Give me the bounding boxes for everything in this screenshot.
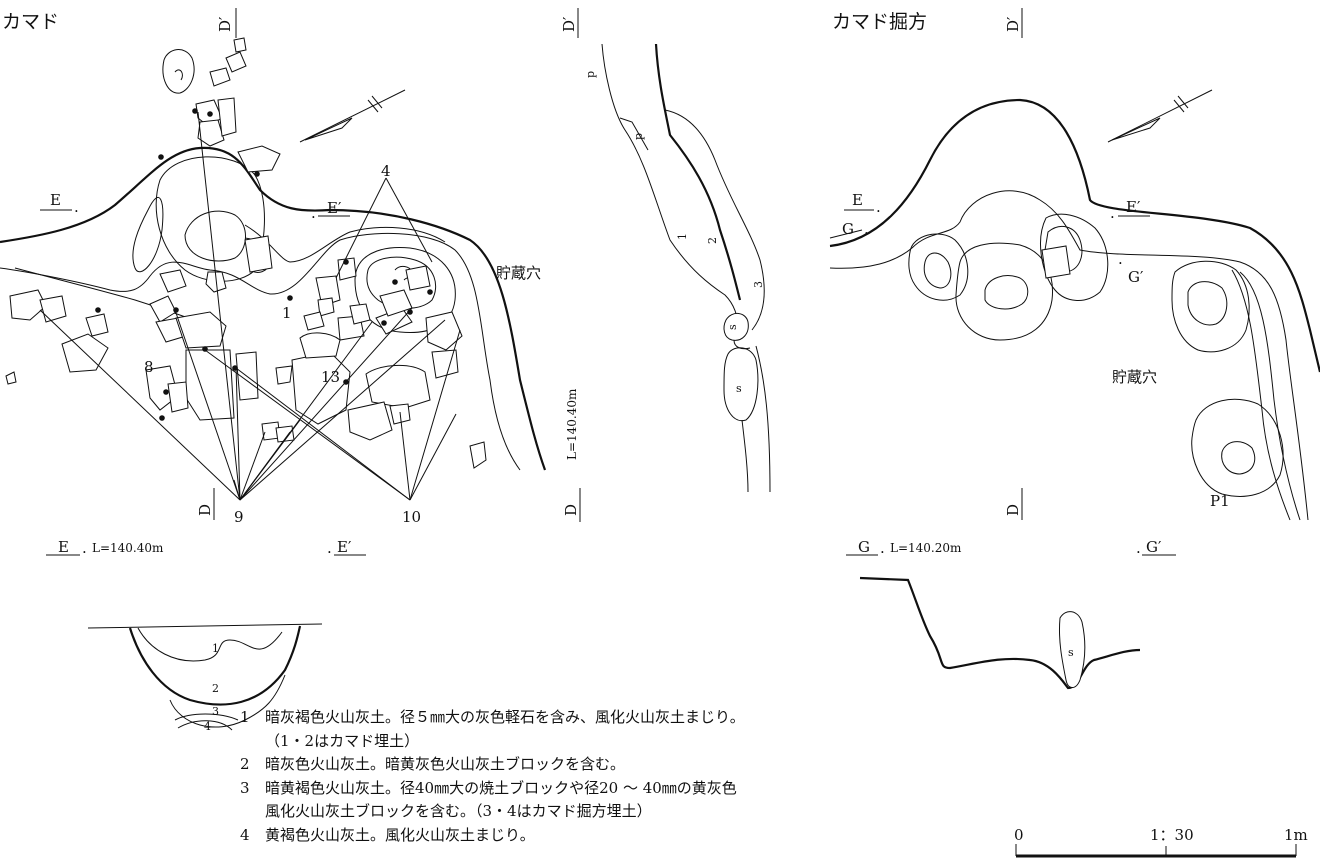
svg-text:E: E [852,191,863,209]
legend-item-1-note: （1・2はカマド埋土） [265,731,420,750]
svg-text:D: D [1004,504,1022,516]
scale-bar: 0 1：30 1m [1014,826,1308,858]
svg-text:.: . [864,220,869,238]
svg-text:.: . [1110,204,1115,222]
e-prime-marker-label: E′ [327,199,342,217]
artifact-number-8: 8 [144,358,154,376]
e-section-elevation: L=140.40m [92,541,164,555]
artifact-number-1: 1 [282,304,292,322]
fire-chamber-inner [184,210,246,262]
d-prime-section-label: D′ [560,16,578,32]
north-arrow-right [1107,89,1213,143]
svg-text:.: . [880,539,885,557]
svg-text:.: . [327,539,332,557]
svg-text:G: G [842,220,854,238]
svg-text:s: s [736,382,742,395]
d-layer-3: 3 [752,281,765,288]
d-prime-right-label: D′ [1004,16,1022,32]
section-layer-3: 3 [212,705,219,718]
kamado-inner-line-1 [0,232,521,471]
d-layer-1: 1 [676,233,689,240]
svg-text:p: p [584,71,597,78]
scale-length: 1m [1284,826,1308,844]
scale-ratio: 1：30 [1150,826,1194,844]
north-arrow [299,89,406,143]
d-section-elevation: L=140.40m [565,388,579,460]
svg-text:.: . [1136,539,1141,557]
g-section-profile: s [859,576,1141,690]
scale-zero: 0 [1014,826,1024,844]
d-bottom-label: D [196,504,214,516]
artifact-number-13: 13 [321,368,340,386]
storage-pit-ring [354,246,456,334]
svg-text:.: . [311,204,316,222]
svg-text:s: s [726,324,739,330]
legend-item-3-note: 風化火山灰土ブロックを含む。（3・4はカマド掘方埋土） [265,802,652,820]
kamado-plan: カマド D′ E . E′ . [0,8,547,557]
kamado-pit-outline [0,146,547,471]
support-stone [244,235,273,273]
section-layer-4: 4 [204,720,211,733]
g-prime-section-label: G′ [1146,538,1162,556]
artifact-number-10: 10 [402,508,421,526]
section-layer-1: 1 [212,642,219,655]
storage-pit-label: 貯蔵穴 [496,264,541,282]
section-layer-2: 2 [212,682,219,695]
svg-text:.: . [1118,250,1123,268]
side-wall-left [132,196,164,273]
svg-text:.: . [876,198,881,216]
kamado-horikata-title: カマド掘方 [832,11,927,33]
d-layer-2: 2 [706,237,719,244]
d-section-label-bottom: D [562,504,580,516]
e-section-label: E [58,538,69,556]
leader-lines [39,111,461,501]
d-section-profile: D′ p p 1 2 3 s s D L=140.40m [560,8,771,522]
kamado-horikata-plan: カマド掘方 D′ E . G . E′ . [829,8,1320,557]
svg-text:p: p [632,133,645,140]
e-section-profile: 1 2 3 4 [87,623,323,733]
svg-text:.: . [82,539,87,557]
artifact-number-9: 9 [234,508,244,526]
artifact-number-4: 4 [381,162,391,180]
d-prime-top-label: D′ [216,16,234,32]
e-marker-label: E [50,191,61,209]
horikata-storage-pit-label: 貯蔵穴 [1112,368,1157,386]
g-section-elevation: L=140.20m [890,541,962,555]
horikata-pit-outline [829,98,1320,373]
e-prime-section-label: E′ [337,538,352,556]
stone-1 [162,49,195,94]
svg-text:.: . [74,198,79,216]
svg-text:s: s [1068,646,1074,659]
p1-label: P1 [1210,492,1230,510]
stone-large-left [185,349,235,421]
g-prime-plan-label: G′ [1128,268,1144,286]
g-section-label: G [858,538,870,556]
svg-text:E′: E′ [1126,198,1141,216]
kamado-title: カマド [2,11,59,33]
